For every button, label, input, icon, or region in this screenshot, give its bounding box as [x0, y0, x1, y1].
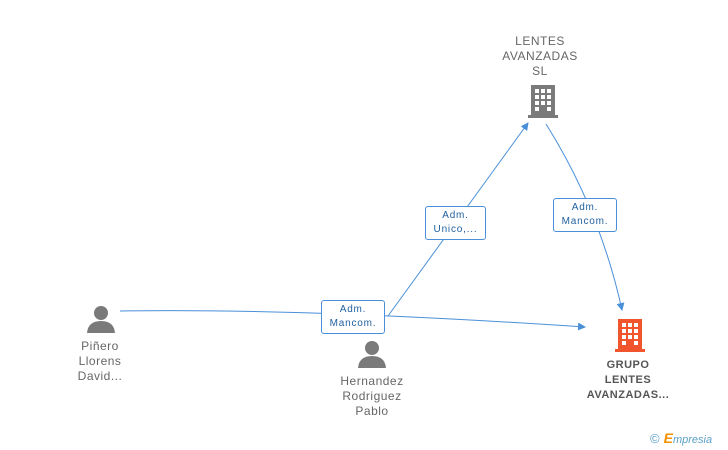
copyright-icon: © — [650, 431, 660, 446]
logo-initial: E — [663, 430, 673, 446]
node-label-line: Llorens — [78, 354, 122, 368]
node-label-line: David... — [77, 369, 123, 383]
relation-label-line: Mancom. — [561, 216, 609, 227]
node-label-line: SL — [532, 64, 548, 78]
node-label-line: AVANZADAS... — [586, 389, 670, 401]
person-icon[interactable] — [357, 339, 387, 369]
relation-label-line: Adm. — [339, 304, 367, 315]
node-lentes-avanzadas-label[interactable]: LENTES AVANZADAS SL — [495, 34, 585, 79]
empresia-logo: ©Empresia — [650, 430, 712, 446]
building-icon[interactable] — [615, 317, 645, 353]
node-label-line: LENTES — [515, 34, 565, 48]
relation-label-line: Adm. — [442, 210, 469, 221]
node-label-line: GRUPO — [606, 359, 650, 371]
relation-label-line: Unico,... — [433, 224, 478, 235]
node-label-line: Hernandez — [340, 374, 404, 388]
node-grupo-lentes-label[interactable]: GRUPO LENTES AVANZADAS... — [578, 358, 678, 403]
relation-adm-mancom-label[interactable]: Adm. Mancom. — [553, 198, 617, 232]
relation-label-line: Mancom. — [329, 318, 377, 329]
node-label-line: Piñero — [81, 339, 119, 353]
node-label-line: LENTES — [604, 374, 652, 386]
logo-text: mpresia — [672, 434, 713, 446]
node-hernandez-label[interactable]: Hernandez Rodriguez Pablo — [327, 374, 417, 419]
relation-label-line: Adm. — [571, 202, 599, 213]
node-label-line: AVANZADAS — [502, 49, 578, 63]
building-icon[interactable] — [528, 83, 558, 119]
relation-adm-mancom-label[interactable]: Adm. Mancom. — [321, 300, 385, 334]
node-label-line: Rodriguez — [342, 389, 402, 403]
node-label-line: Pablo — [355, 404, 389, 418]
node-pinero-label[interactable]: Piñero Llorens David... — [60, 339, 140, 384]
relation-adm-unico-label[interactable]: Adm. Unico,... — [425, 206, 486, 240]
person-icon[interactable] — [86, 304, 116, 334]
